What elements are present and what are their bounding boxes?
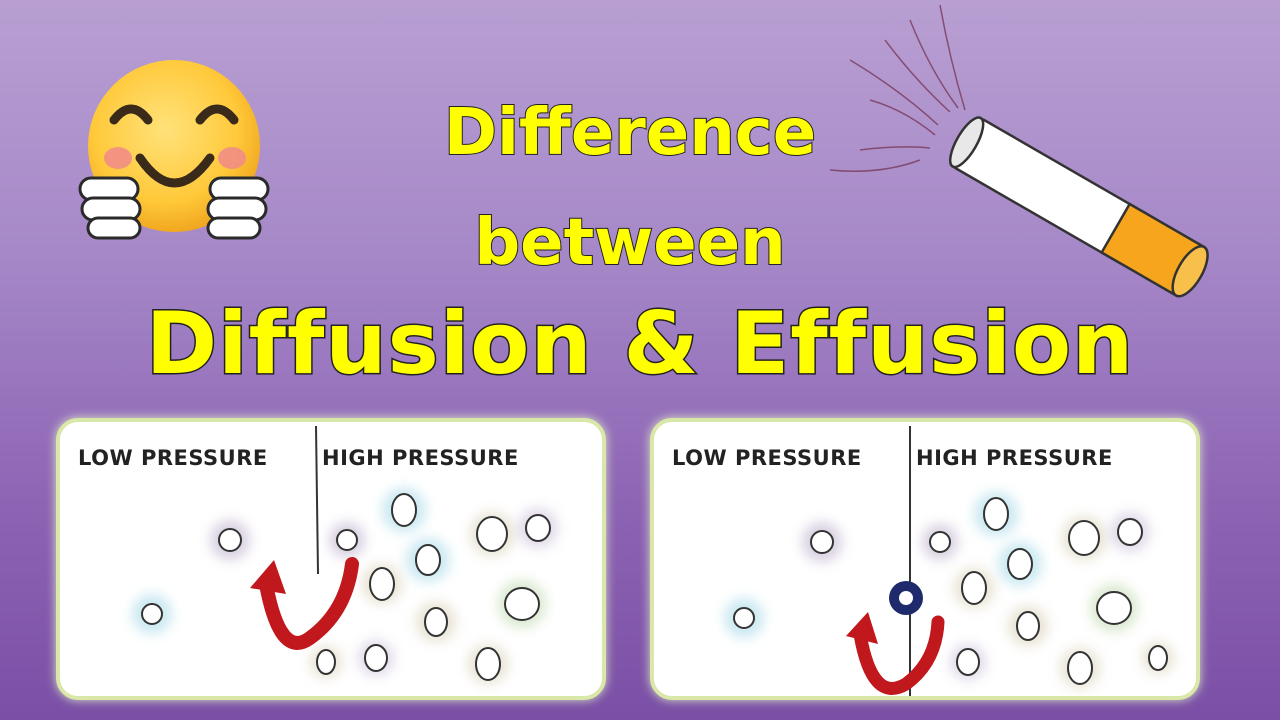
curved-arrow-icon [250,557,359,650]
diffusion-diagram [132,425,558,684]
title-main: Diffusion & Effusion [144,293,1135,396]
low-pressure-label: LOW PRESSURE [78,446,268,470]
gas-particles [724,492,1174,688]
high-pressure-label: HIGH PRESSURE [916,446,1113,470]
low-pressure-label: LOW PRESSURE [672,446,862,470]
effusion-diagram [724,426,1174,696]
hugging-face-emoji-icon [78,60,270,240]
diffusion-panel: LOW PRESSURE HIGH PRESSURE [56,418,606,700]
high-pressure-label: HIGH PRESSURE [322,446,519,470]
gas-particles [132,488,558,684]
pinhole-icon [889,581,923,615]
curved-arrow-icon [846,612,945,695]
title-line-difference: Difference [443,95,817,171]
cigarette-icon [829,4,1209,298]
title-line-between: between [473,205,786,281]
effusion-panel: LOW PRESSURE HIGH PRESSURE [650,418,1200,700]
